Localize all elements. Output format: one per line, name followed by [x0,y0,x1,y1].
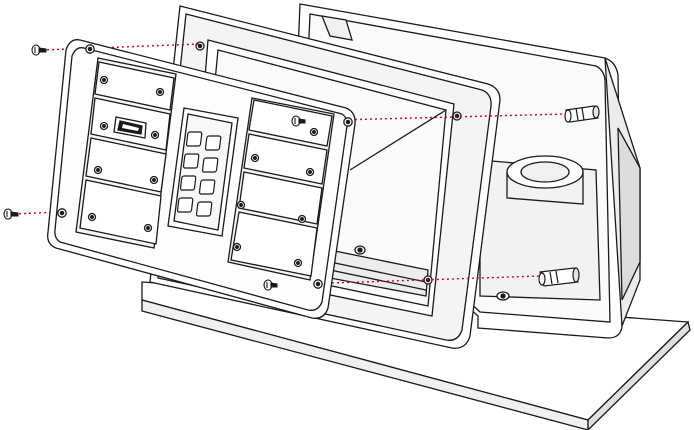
keypad-button-4 [201,157,219,173]
module-screws-right [232,127,319,268]
screw-lower-right [263,279,278,291]
keypad-button-5 [179,175,197,191]
blank-module-6 [238,171,323,225]
keypad-button-2 [204,135,222,151]
keypad-button-8 [195,201,213,217]
right-module-column [227,97,335,281]
left-module-column [75,57,177,249]
standoff-upper [564,105,600,123]
keypad-module [167,107,239,237]
blank-module-2 [85,137,167,193]
guide-line-upper-right [299,113,567,122]
blank-module-3 [79,179,162,245]
standoff-lower [538,267,580,287]
screw-top-left [31,44,47,56]
screw-bottom-left [3,208,19,220]
keypad-button-7 [176,197,194,213]
hdmi-port-icon [113,116,147,139]
keypad-button-3 [182,153,200,169]
screw-icon [3,44,306,291]
blank-module-1 [94,61,175,111]
module-screws-left [87,75,165,233]
keypad-buttons [176,131,222,217]
keypad-button-6 [198,179,216,195]
keypad-button-1 [185,131,203,147]
screw-upper-right [291,115,306,127]
